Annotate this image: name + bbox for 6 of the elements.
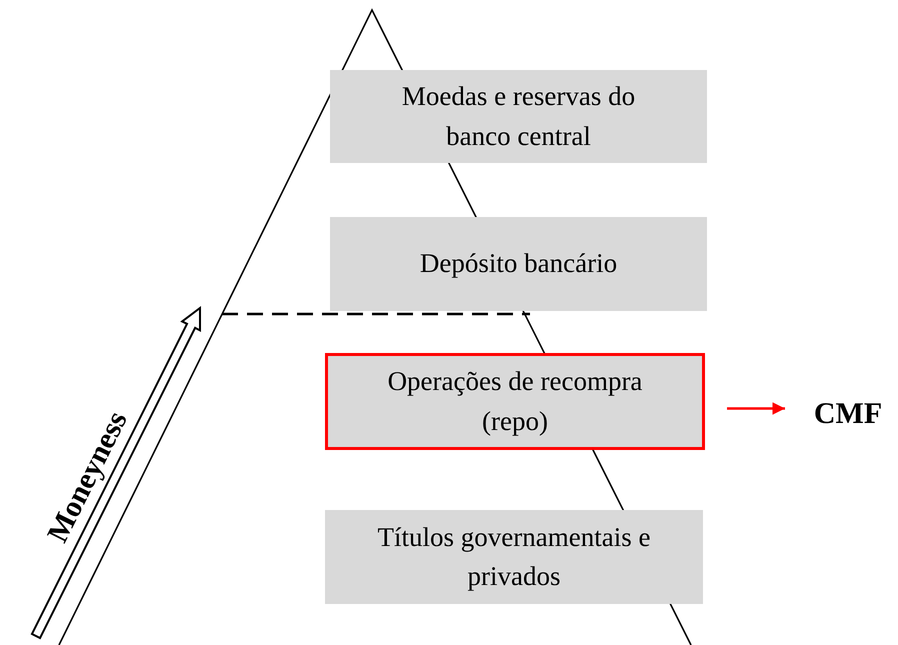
category-box: Operações de recompra (repo) <box>325 353 705 450</box>
category-box: Depósito bancário <box>330 217 707 311</box>
category-box: Moedas e reservas do banco central <box>330 70 707 163</box>
node-label: CMF <box>800 392 896 436</box>
category-box: Títulos governamentais e privados <box>325 510 703 604</box>
arrow <box>727 402 785 415</box>
